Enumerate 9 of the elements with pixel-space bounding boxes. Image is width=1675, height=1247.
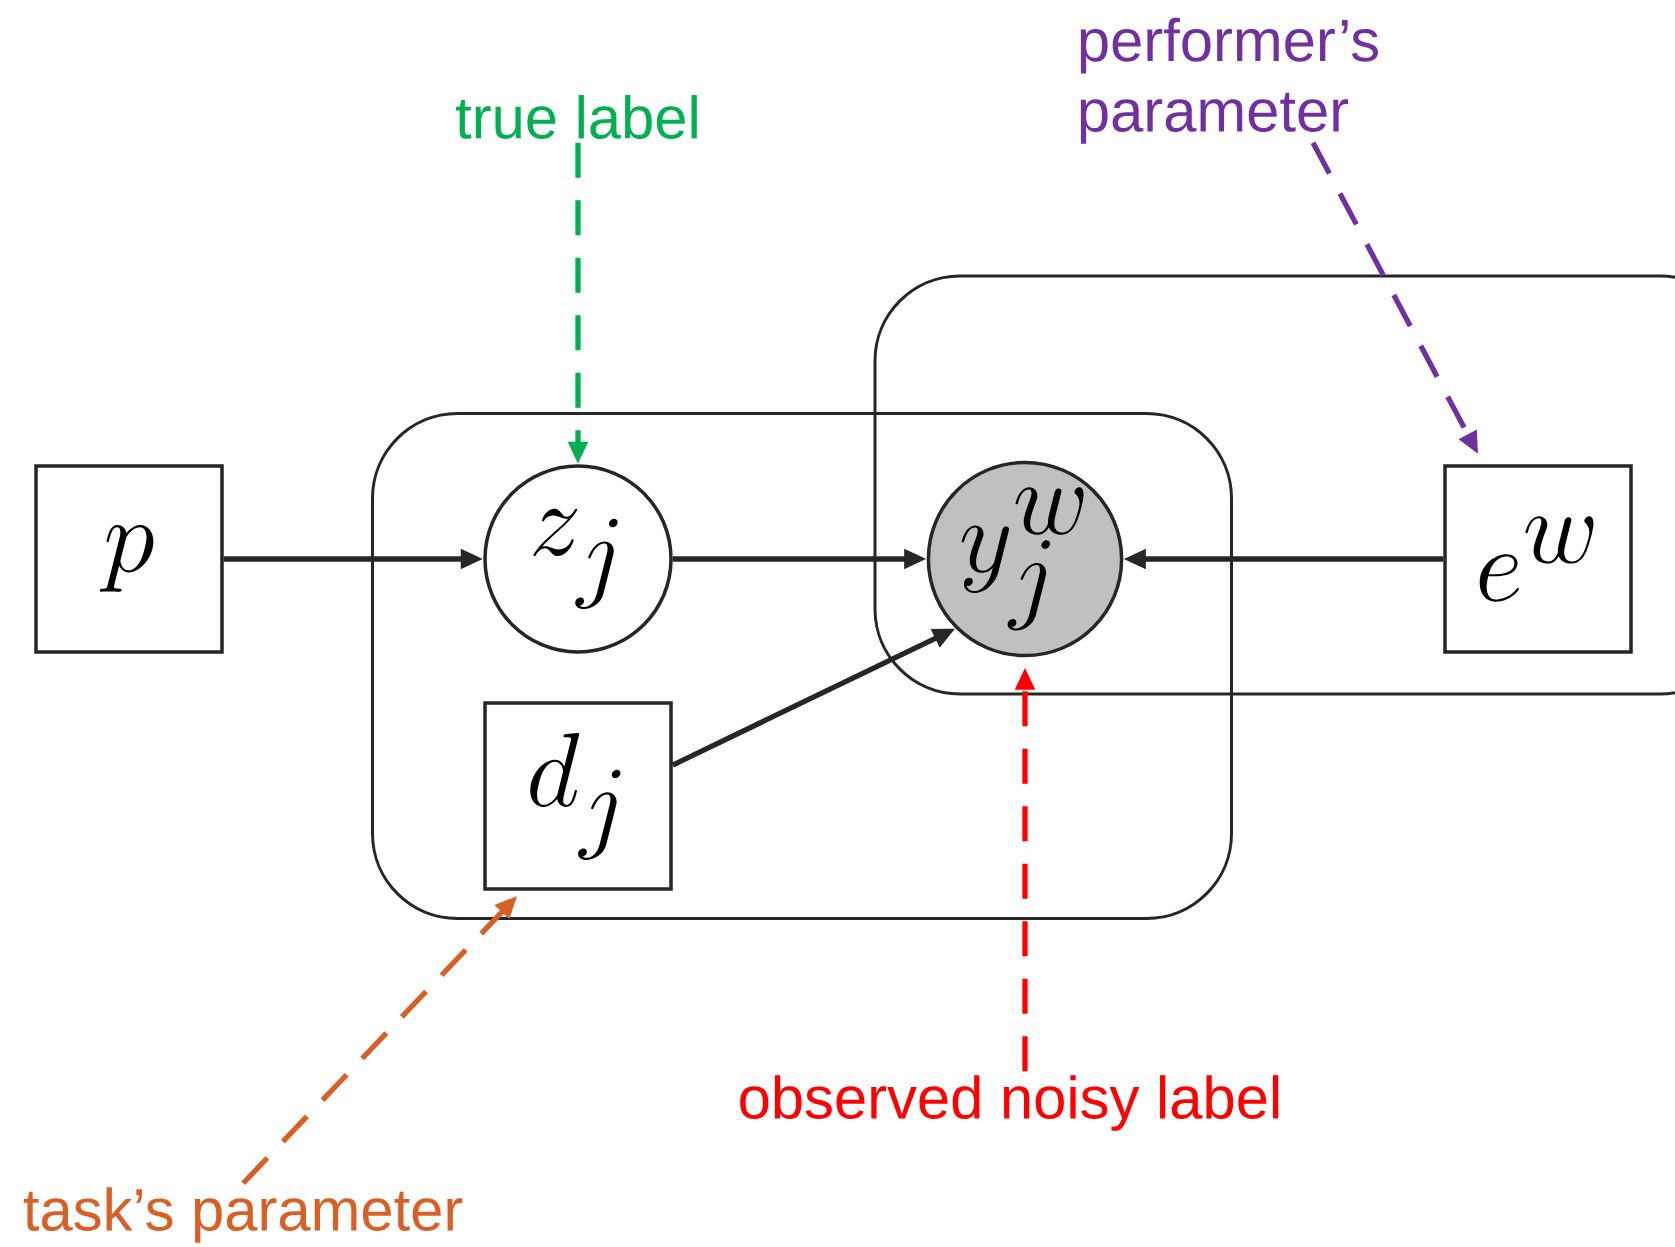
annotation-text: observed noisy label [740, 1075, 1279, 1131]
plate-box [371, 412, 1233, 920]
annotation-text: performer’s parameter [1080, 17, 1378, 144]
annotation-text: true label [456, 95, 697, 139]
annotation-text: task’s parameter [23, 1187, 463, 1243]
variable-box: $d_j$ [483, 701, 673, 891]
variable-box: $e^w$ [1443, 464, 1633, 654]
plate-box [873, 274, 1675, 696]
variable-box: $p$ [34, 464, 224, 654]
